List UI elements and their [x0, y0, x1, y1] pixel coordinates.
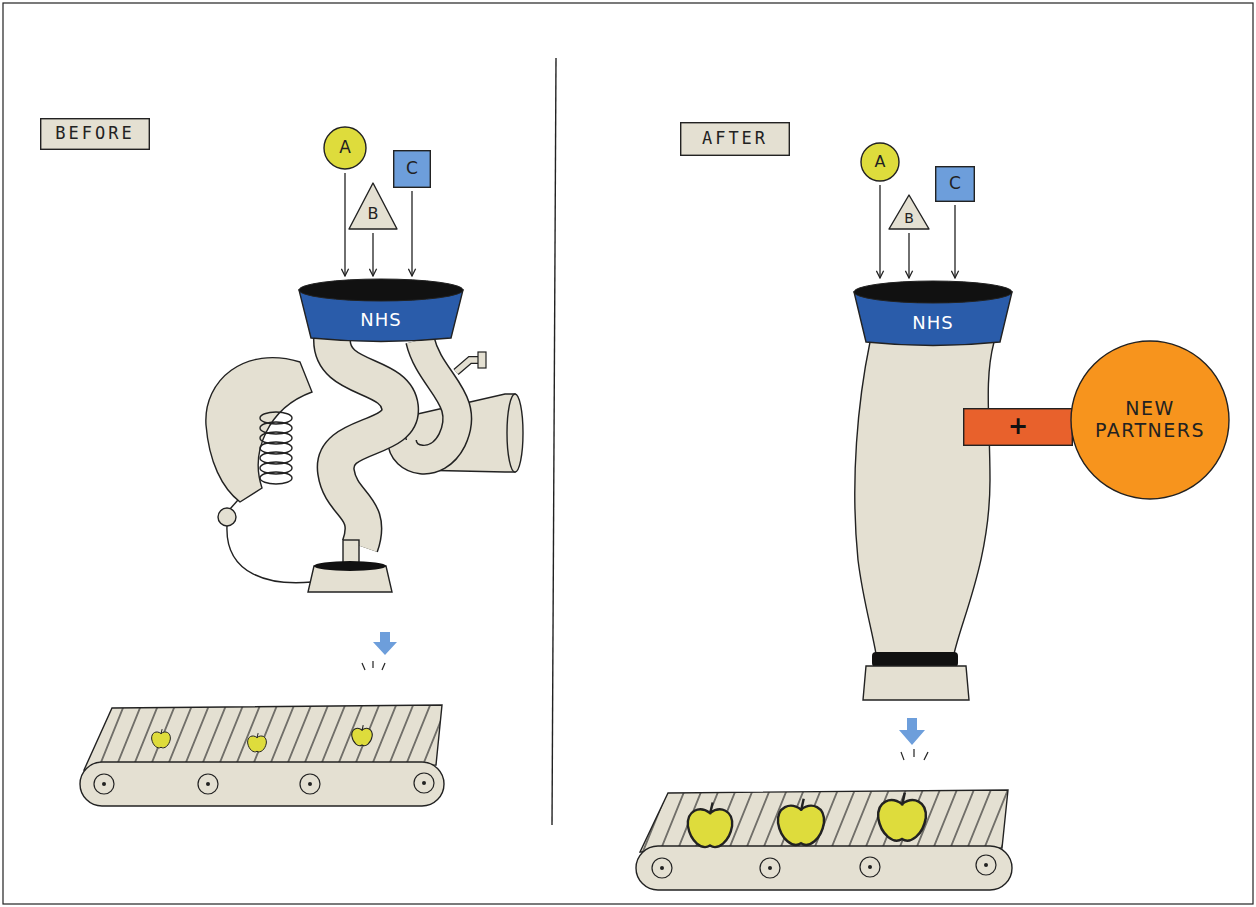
node-label: NHS	[360, 310, 401, 331]
machine-base-rim	[872, 652, 958, 667]
node-label: C	[949, 174, 961, 194]
machine-horn-mouth	[507, 394, 523, 472]
circle-outline	[324, 127, 366, 169]
output-arrow	[373, 632, 397, 655]
node-label: A	[875, 153, 886, 171]
output-arrow	[899, 718, 925, 745]
circle-outline	[861, 143, 899, 181]
circle-outline	[1071, 341, 1229, 499]
machine-pipe	[456, 360, 480, 372]
apple	[778, 799, 824, 845]
box-outline	[964, 409, 1073, 446]
apple	[878, 793, 926, 841]
box-outline	[681, 123, 790, 156]
apple	[688, 803, 732, 847]
nhs-band: NHS	[853, 280, 1013, 346]
input-square: C	[935, 166, 975, 202]
conveyor-belt	[640, 790, 1008, 852]
box-outline	[41, 119, 150, 150]
node-label: AFTER	[702, 129, 768, 149]
machine-bell	[206, 358, 312, 502]
flow-arrow	[372, 233, 373, 276]
sparkle	[362, 661, 385, 670]
triangle-outline	[889, 195, 929, 229]
machine-tube	[332, 338, 400, 546]
apple	[248, 733, 267, 752]
panel-divider	[552, 58, 556, 825]
machine-knob	[218, 508, 236, 526]
machine-wire	[227, 526, 312, 583]
machine-stem	[343, 540, 359, 564]
flow-arrow	[908, 233, 909, 278]
input-square: C	[393, 150, 431, 188]
machine-base	[863, 666, 969, 700]
conveyor-roller	[94, 773, 434, 794]
flow-arrow	[344, 173, 345, 276]
connector-bar: +	[963, 408, 1073, 446]
panel-tag: BEFORE	[40, 118, 150, 150]
input-triangle: B	[888, 194, 930, 230]
apple	[352, 725, 372, 745]
machine-tube	[332, 338, 400, 546]
machine-body	[855, 342, 994, 654]
box-outline	[394, 151, 431, 188]
machine-pipe	[456, 360, 480, 372]
conveyor-roller	[652, 855, 996, 878]
partner-circle: NEW PARTNERS	[1070, 340, 1230, 500]
conveyor-side	[636, 846, 1012, 890]
box-outline	[936, 167, 975, 202]
flow-arrow	[879, 185, 880, 278]
conveyor-slats	[640, 790, 1008, 852]
node-label: C	[406, 159, 418, 179]
node-label: BEFORE	[55, 124, 134, 144]
conveyor-slats	[84, 705, 442, 770]
machine-coil	[260, 412, 292, 484]
funnel-opening	[854, 281, 1012, 303]
flow-arrow	[954, 205, 955, 278]
frame	[3, 3, 1253, 904]
node-label: NHS	[912, 313, 953, 334]
node-label: NEW PARTNERS	[1070, 398, 1230, 442]
node-label: B	[368, 205, 379, 223]
input-circle: A	[860, 142, 900, 182]
triangle-outline	[349, 183, 397, 229]
nhs-band: NHS	[298, 278, 464, 342]
panel-tag: AFTER	[680, 122, 790, 156]
conveyor-side	[80, 762, 444, 806]
node-label: A	[339, 138, 351, 158]
input-triangle: B	[348, 182, 398, 230]
machine-base-rim	[314, 561, 386, 571]
node-label: +	[1008, 413, 1028, 441]
node-label: B	[904, 210, 914, 226]
conveyor-belt	[84, 705, 442, 770]
input-circle: A	[323, 126, 367, 170]
machine-pipe	[478, 352, 486, 368]
funnel-opening	[299, 279, 463, 301]
apple	[152, 729, 171, 748]
machine-wire	[230, 500, 238, 509]
flow-arrow	[411, 191, 412, 276]
sparkle	[901, 749, 928, 760]
